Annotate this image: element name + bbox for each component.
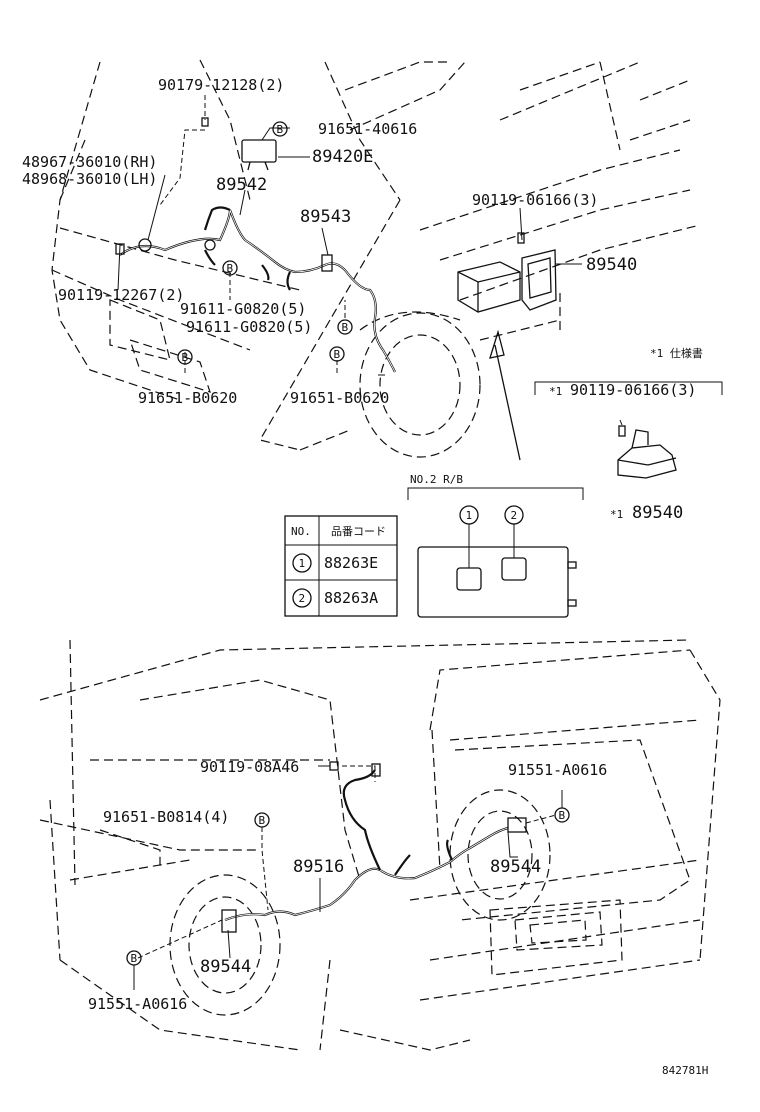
relay-1 [456,567,482,591]
relay-table-row-2-no: 2 [299,592,306,605]
sensor-89420E [241,139,277,163]
bolt-90119-06166 [517,232,525,244]
bolt-mark-icon [126,950,142,966]
bolt-mark-text: B [131,952,138,965]
bolt-90179 [201,117,209,127]
bolt-mark-icon [329,346,345,362]
label-91651-40616: 91651-40616 [318,120,417,138]
spec-note-bolt-label: 90119-06166(3) [570,381,696,399]
spec-note-ecu-label: 89540 [632,503,683,523]
relay-table-row-2-code: 88263A [324,589,378,607]
relay-block-tab [567,561,577,569]
relay-2-callout-text: 2 [511,509,518,522]
label-91611-G0820-b: 91611-G0820(5) [186,318,312,336]
relay-block-body [417,546,569,618]
label-89540: 89540 [586,255,637,275]
bolt-mark-text: B [277,123,284,136]
label-90119-12267: 90119-12267(2) [58,286,184,304]
bolt-mark-icon [222,260,238,276]
label-89516: 89516 [293,857,344,877]
bolt-mark-icon [254,812,270,828]
spec-note-ecu [617,444,677,479]
label-48968-36010: 48968-36010(LH) [22,170,157,188]
bolt-mark-text: B [559,809,566,822]
bracket-48967 [138,238,152,252]
label-90119-08A46: 90119-08A46 [200,758,299,776]
relay-table-row-1-no: 1 [299,557,306,570]
relay-1-callout-text: 1 [466,509,473,522]
label-89420E: 89420E [312,147,373,167]
upper-labels: 90179-12128(2) 91651-40616 89420E 48967-… [22,76,637,407]
label-91651-B0814: 91651-B0814(4) [103,808,229,826]
bolt-mark-text: B [259,814,266,827]
bolt-mark-text: B [227,262,234,275]
bolt-90119-12267 [115,243,125,255]
label-89544-right: 89544 [490,857,541,877]
bolt-mark-icon [554,807,570,823]
sensor-clip [204,239,216,251]
spec-note-section: *1 仕様書 *1 90119-06166(3) *1 89540 [534,346,723,523]
label-90179-12128: 90179-12128(2) [158,76,284,94]
bolt-mark-icon [177,349,193,365]
lower-harness [221,761,527,933]
bolt-mark-icon [337,319,353,335]
label-89542: 89542 [216,175,267,195]
relay-block-tab [567,599,577,607]
label-89543: 89543 [300,207,351,227]
lower-leaders [133,765,563,990]
harness-connector [371,763,381,777]
label-91651-B0620-b: 91651-B0620 [290,389,389,407]
speed-sensor-right [507,817,527,833]
relay-block-section: NO.2 R/B 1 2 [407,473,584,618]
lower-bolt-marks: B B B [126,807,570,966]
relay-table-row-1-no-circle [292,553,312,573]
label-91611-G0820-a: 91611-G0820(5) [180,300,306,318]
relay-table: NO. 品番コード 1 88263E 2 88263A [284,515,398,617]
upper-harness [119,139,396,373]
relay-table-row-2-no-circle [292,588,312,608]
spec-note-bolt-mark: *1 [549,385,562,398]
speed-sensor-left [221,909,237,933]
relay-table-row-1-code: 88263E [324,554,378,572]
spec-note-bolt [618,425,626,437]
relay-table-frame [284,515,398,617]
upper-bolt-marks: B B B B B [177,121,353,365]
label-90119-06166: 90119-06166(3) [472,191,598,209]
diagram-id: 842781H [662,1064,708,1077]
bolt-mark-text: B [334,348,341,361]
label-48967-36010: 48967-36010(RH) [22,153,157,171]
lower-labels: 90119-08A46 91551-A0616 91651-B0814(4) 8… [88,758,607,1013]
spec-note-title: *1 仕様書 [650,346,703,360]
relay-table-header-no: NO. [291,525,311,538]
relay-2 [501,557,527,581]
upper-vehicle-outline [51,59,701,458]
spec-note-ecu-mark: *1 [610,508,623,521]
relay-table-header-code: 品番コード [331,525,386,538]
relay-block-title: NO.2 R/B [410,473,463,486]
bolt-mark-icon [272,121,288,137]
label-89544-left: 89544 [200,957,251,977]
bolt-mark-text: B [182,351,189,364]
label-91551-A0616-left: 91551-A0616 [88,995,187,1013]
bolt-mark-text: B [342,321,349,334]
lower-vehicle-outline [39,639,721,1051]
label-91651-B0620-a: 91651-B0620 [138,389,237,407]
label-91551-A0616-right: 91551-A0616 [508,761,607,779]
harness-clamp [321,254,333,272]
